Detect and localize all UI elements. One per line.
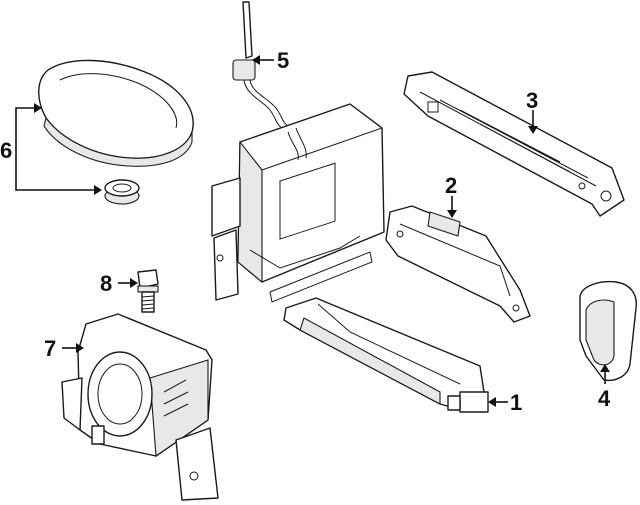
- callout-8: 8: [100, 271, 112, 296]
- leader-5: [252, 55, 274, 65]
- callout-7: 7: [44, 336, 56, 361]
- callout-4: 4: [598, 386, 611, 411]
- callout-1: 1: [510, 390, 522, 415]
- part-3-bracket: [403, 71, 625, 217]
- part-7-speaker-housing: [61, 313, 219, 501]
- part-5-antenna-rod: [232, 1, 289, 129]
- part-6-antenna-cover: [38, 59, 194, 167]
- leader-2: [447, 196, 457, 218]
- callout-2: 2: [445, 173, 457, 198]
- part-8-bolt: [137, 269, 159, 313]
- callout-6: 6: [0, 138, 12, 163]
- part-1-antenna-module: [283, 297, 489, 413]
- leader-8: [118, 278, 138, 288]
- part-4-cover: [579, 280, 637, 382]
- leader-7: [62, 343, 84, 353]
- leader-3: [528, 110, 538, 134]
- leader-1: [488, 397, 508, 407]
- part-6-cap: [104, 179, 140, 205]
- part-5-control-module: [211, 103, 385, 303]
- callout-5: 5: [277, 48, 289, 73]
- leader-4: [600, 364, 610, 384]
- part-2-bracket: [385, 205, 531, 323]
- leader-6: [15, 103, 102, 195]
- callout-3: 3: [526, 88, 538, 113]
